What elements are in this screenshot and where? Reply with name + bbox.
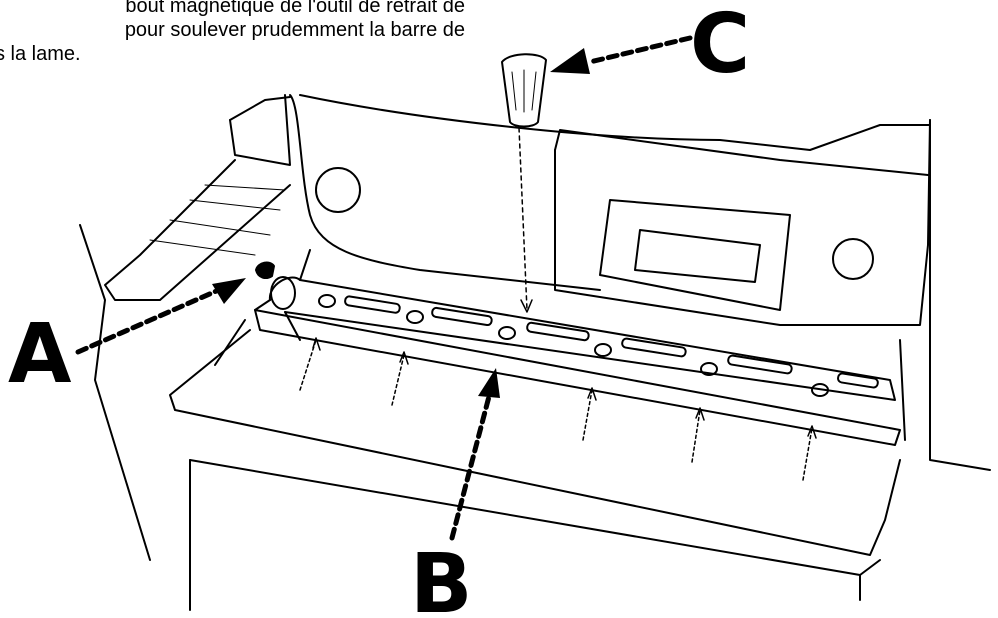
latch-part bbox=[255, 261, 275, 279]
caption-line-1: bout magnétique de l'outil de retrait de bbox=[125, 0, 465, 17]
machine-bed bbox=[169, 319, 901, 611]
caption-line-3: s la lame. bbox=[0, 43, 81, 65]
cutting-bar bbox=[254, 276, 906, 446]
callout-label-b: B bbox=[410, 537, 473, 618]
caption-line-2: pour soulever prudemment la barre de bbox=[124, 19, 465, 41]
callout-arrows bbox=[75, 35, 693, 541]
callout-label-c: C bbox=[690, 0, 750, 92]
callout-arrowheads bbox=[212, 48, 590, 398]
alignment-arrows bbox=[299, 127, 817, 481]
caption-text: bout magnétique de l'outil de retrait de… bbox=[0, 0, 465, 66]
control-panel bbox=[554, 119, 991, 471]
magnetic-tool bbox=[501, 53, 547, 128]
upper-housing bbox=[289, 94, 931, 291]
callout-label-a: A bbox=[8, 307, 72, 402]
